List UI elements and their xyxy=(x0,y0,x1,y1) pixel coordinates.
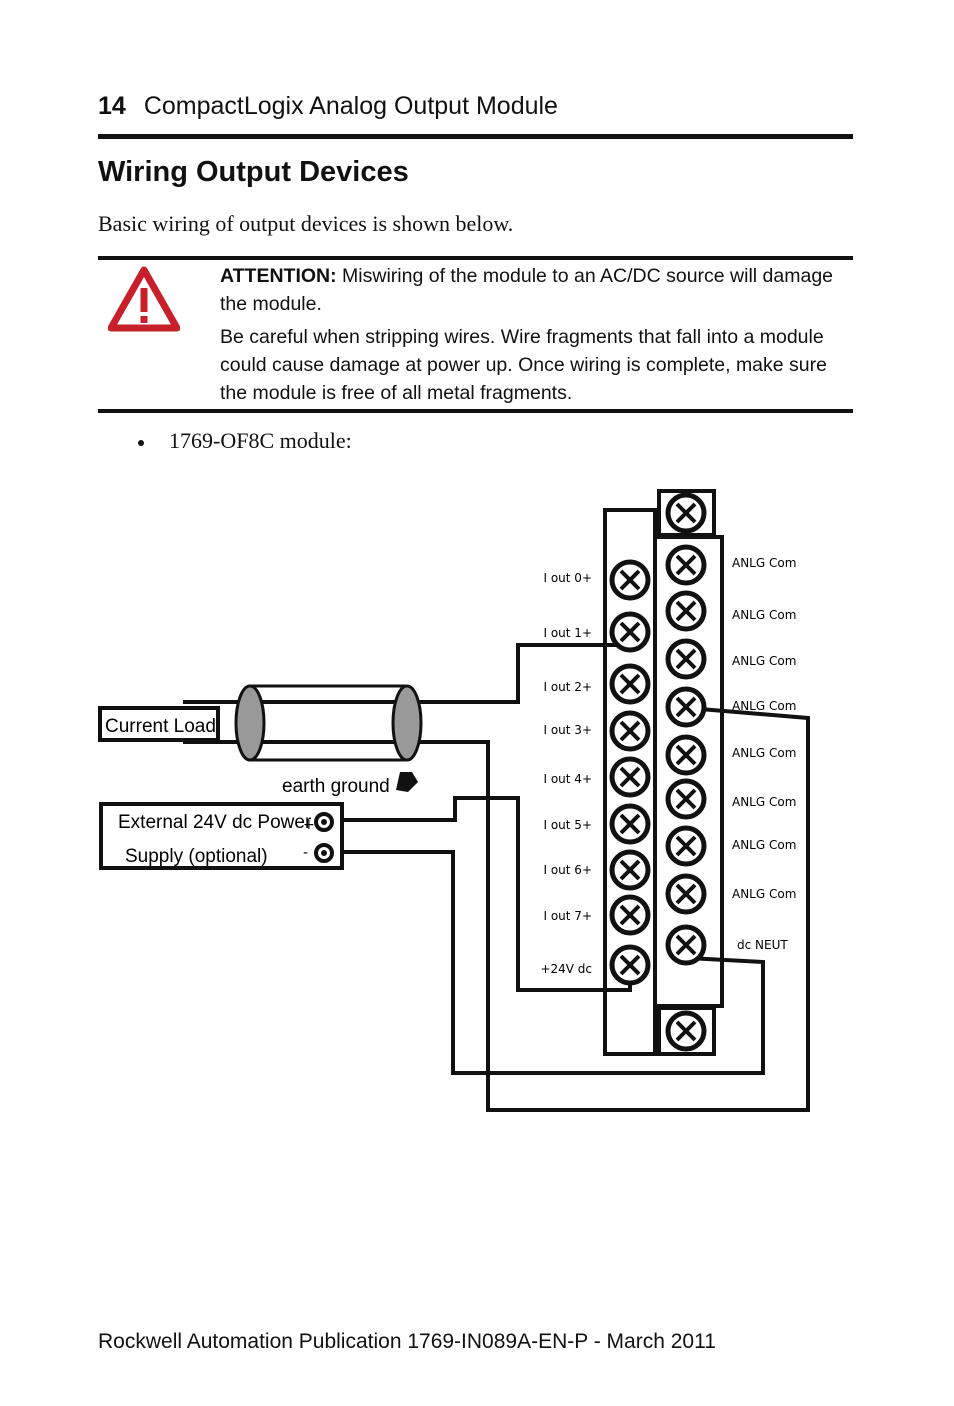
terminal-label-right: ANLG Com xyxy=(732,556,796,570)
top-terminal-box xyxy=(657,489,716,537)
terminal-label-right: dc NEUT xyxy=(737,938,788,952)
wire-load-return-to-anlg-com xyxy=(463,706,810,1112)
warning-triangle-icon xyxy=(108,266,180,332)
current-load-label: Current Load xyxy=(105,716,216,737)
screw-right-icon xyxy=(665,544,707,586)
screw-right-icon xyxy=(665,734,707,776)
current-load-box xyxy=(98,706,220,742)
power-plus-sign: + xyxy=(303,817,315,833)
screw-right-icon xyxy=(665,686,707,728)
power-supply-box xyxy=(99,802,344,870)
screw-top-icon xyxy=(665,492,707,534)
bullet-dot xyxy=(138,439,144,446)
terminal-label-left: I out 0+ xyxy=(543,571,592,585)
screw-left-icon xyxy=(609,559,651,601)
attention-text: ATTENTION: Miswiring of the module to an… xyxy=(220,262,852,412)
power-supply-line-2: Supply (optional) xyxy=(125,846,268,867)
footer: Rockwell Automation Publication 1769-IN0… xyxy=(98,1330,716,1353)
terminal-label-right: ANLG Com xyxy=(732,699,796,713)
wire-iout1-to-load xyxy=(463,643,630,704)
terminal-label-left: I out 1+ xyxy=(543,626,592,640)
left-terminal-labels: I out 0+ I out 1+ I out 2+ I out 3+ I ou… xyxy=(540,571,592,976)
screw-left-icon xyxy=(609,611,651,653)
power-minus-sign: - xyxy=(303,845,308,861)
attention-line-1: Miswiring of the module to an AC/DC sour… xyxy=(220,265,834,315)
section-title: Wiring Output Devices xyxy=(98,156,409,188)
terminal-label-right: ANLG Com xyxy=(732,838,796,852)
attention-rule-top xyxy=(98,256,853,260)
terminal-screws xyxy=(609,492,707,1052)
screw-left-icon xyxy=(609,944,651,986)
terminal-label-left: I out 7+ xyxy=(543,909,592,923)
wire-power-plus-to-24v xyxy=(342,796,632,992)
terminal-label-right: ANLG Com xyxy=(732,795,796,809)
screw-left-icon xyxy=(609,756,651,798)
page-number: 14 xyxy=(98,92,126,120)
terminal-block xyxy=(603,489,724,1056)
attention-label: ATTENTION: xyxy=(220,265,337,287)
screw-left-icon xyxy=(609,849,651,891)
bottom-terminal-box xyxy=(657,1006,716,1056)
wires xyxy=(342,643,810,1112)
terminal-label-left: I out 5+ xyxy=(543,818,592,832)
header-rule xyxy=(98,134,853,139)
terminal-label-right: ANLG Com xyxy=(732,654,796,668)
wiring-diagram: Current Load earth ground External 24V d… xyxy=(98,489,810,1112)
intro-text: Basic wiring of output devices is shown … xyxy=(98,211,514,236)
terminal-label-left: I out 2+ xyxy=(543,680,592,694)
screw-right-icon xyxy=(665,778,707,820)
screw-right-icon xyxy=(665,873,707,915)
right-terminal-labels: ANLG Com ANLG Com ANLG Com ANLG Com ANLG… xyxy=(732,556,796,952)
page-header: 14 CompactLogix Analog Output Module xyxy=(98,92,558,121)
bullet-item: 1769-OF8C module: xyxy=(138,428,352,454)
earth-ground-icon xyxy=(396,772,418,792)
screw-left-icon xyxy=(609,663,651,705)
terminal-label-left: I out 4+ xyxy=(543,772,592,786)
earth-ground-label: earth ground xyxy=(282,776,390,797)
attention-rule-bottom xyxy=(98,409,853,413)
wire-power-minus-to-dc-neut xyxy=(342,850,765,1075)
power-supply-line-1: External 24V dc Power xyxy=(118,812,312,833)
header-title: CompactLogix Analog Output Module xyxy=(143,92,558,120)
terminal-label-right: ANLG Com xyxy=(732,608,796,622)
screw-right-icon xyxy=(665,825,707,867)
bullet-text: 1769-OF8C module: xyxy=(169,428,352,453)
terminal-label-right: ANLG Com xyxy=(732,746,796,760)
screw-left-icon xyxy=(609,710,651,752)
screw-right-icon xyxy=(665,590,707,632)
terminal-label-left: I out 6+ xyxy=(543,863,592,877)
shielded-cable xyxy=(183,684,463,792)
screw-right-icon xyxy=(665,924,707,966)
screw-left-icon xyxy=(609,803,651,845)
screw-right-icon xyxy=(665,638,707,680)
attention-para-2: Be careful when stripping wires. Wire fr… xyxy=(220,326,827,404)
terminal-label-left: +24V dc xyxy=(540,962,592,976)
attention-para-1: ATTENTION: Miswiring of the module to an… xyxy=(220,262,852,318)
terminal-label-left: I out 3+ xyxy=(543,723,592,737)
terminal-label-right: ANLG Com xyxy=(732,887,796,901)
screw-bottom-icon xyxy=(665,1010,707,1052)
screw-left-icon xyxy=(609,894,651,936)
